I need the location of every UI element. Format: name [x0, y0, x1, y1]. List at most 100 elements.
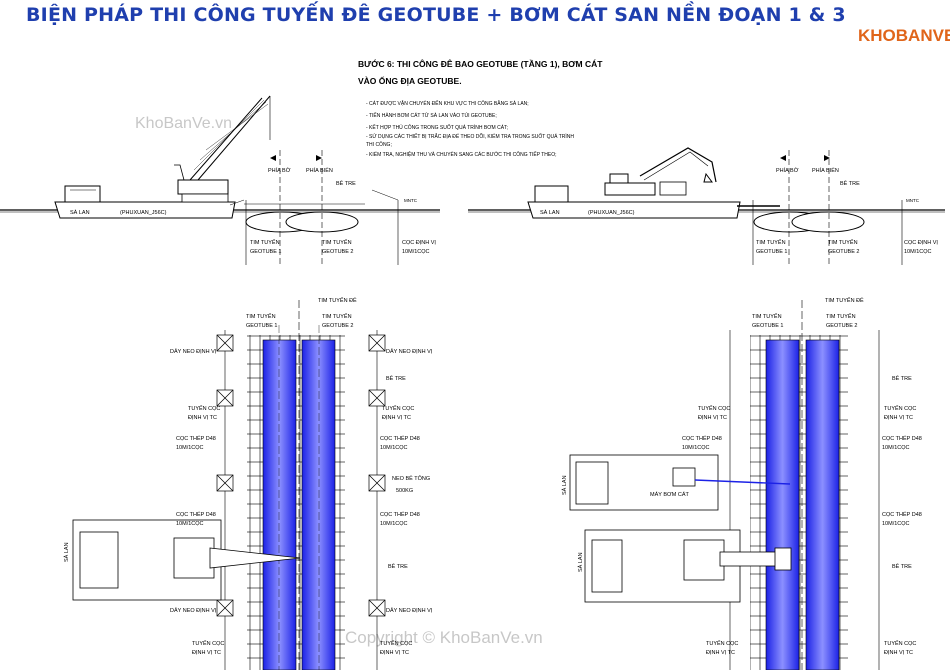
step-heading-1: BƯỚC 6: THI CÔNG ĐÊ BAO GEOTUBE (TẦNG 1)… — [358, 58, 603, 69]
route-l1-r-d: TUYẾN CỌC — [884, 640, 916, 647]
route-l2-r-b: ĐỊNH VỊ TC — [884, 415, 913, 421]
steel-l1-r-a: CỌC THÉP D48 — [682, 435, 722, 442]
barge-plan-right-a: SÀ LAN — [561, 475, 568, 495]
side-sea-left: PHÍA BIỂN — [306, 167, 333, 174]
step-note-5: THI CÔNG; — [366, 141, 392, 148]
route-l1-right-2: TUYẾN CỌC — [380, 640, 412, 647]
plan-axis1-l1: TIM TUYẾN — [246, 313, 276, 320]
steel-l2-r-a: 10M/1CỌC — [682, 445, 710, 451]
route-l2-r-a: ĐỊNH VỊ TC — [698, 415, 727, 421]
section-left-labels: SÀ LAN (PHUXUAN_J56C) PHÍA BỜ PHÍA BIỂN … — [70, 167, 436, 255]
concrete-l1: NEO BÊ TÔNG — [392, 474, 430, 482]
route-l1-left-2: TUYẾN CỌC — [192, 640, 224, 647]
barge-plan-right-b: SÀ LAN — [577, 552, 584, 572]
barge-name-right: (PHUXUAN_J56C) — [588, 210, 635, 216]
barge-label-right: SÀ LAN — [540, 209, 560, 216]
side-sea-right: PHÍA BIỂN — [812, 167, 839, 174]
barge-label-left: SÀ LAN — [70, 209, 90, 216]
axis1-l2-left: GEOTUBE 1 — [250, 249, 281, 255]
step-note-4: - SỬ DỤNG CÁC THIẾT BỊ TRẮC ĐỊA ĐỂ THEO … — [366, 132, 574, 140]
section-right-labels: SÀ LAN (PHUXUAN_J56C) PHÍA BỜ PHÍA BIỂN … — [540, 167, 938, 255]
step-description: BƯỚC 6: THI CÔNG ĐÊ BAO GEOTUBE (TẦNG 1)… — [358, 58, 603, 158]
steel-l2-a: 10M/1CỌC — [176, 445, 204, 451]
axis2-l1-left: TIM TUYẾN — [322, 239, 352, 246]
steel-l1-c: CỌC THÉP D48 — [176, 511, 216, 518]
section-view-left — [0, 95, 440, 265]
step-note-2: - TIẾN HÀNH BƠM CÁT TỪ SÀ LAN VÀO TÚI GE… — [366, 112, 497, 119]
side-shore-left: PHÍA BỜ — [268, 167, 291, 174]
steel-l2-r-b: 10M/1CỌC — [882, 445, 910, 451]
mnc-left: MNTC — [404, 198, 418, 203]
plan-r-axis1-l1: TIM TUYẾN — [752, 313, 782, 320]
steel-l2-r-c: 10M/1CỌC — [882, 521, 910, 527]
steel-l2-c: 10M/1CỌC — [176, 521, 204, 527]
route-l1-left: TUYẾN CỌC — [188, 405, 220, 412]
khobanve-logo: KHOBANVE — [858, 26, 950, 45]
axis2-l1-right: TIM TUYẾN — [828, 239, 858, 246]
steel-l1-b: CỌC THÉP D48 — [380, 435, 420, 442]
barge-plan-left: SÀ LAN — [63, 542, 70, 562]
plan-r-axis2-l1: TIM TUYẾN — [826, 313, 856, 320]
plan-view-right — [569, 300, 880, 670]
bamboo-plan-left-2: BÊ TRE — [388, 562, 408, 570]
route-l1-r-c: TUYẾN CỌC — [706, 640, 738, 647]
pile-l2-right: 10M/1CỌC — [904, 249, 932, 255]
barge-name-left: (PHUXUAN_J56C) — [120, 210, 167, 216]
pile-l1-left: CỌC ĐỊNH VỊ — [402, 240, 436, 246]
steel-l2-d: 10M/1CỌC — [380, 521, 408, 527]
plan-axis2-l2: GEOTUBE 2 — [322, 323, 353, 329]
watermark-top: KhoBanVe.vn — [135, 115, 232, 132]
route-l1-r-a: TUYẾN CỌC — [698, 405, 730, 412]
step-note-1: - CÁT ĐƯỢC VẬN CHUYỂN ĐẾN KHU VỰC THI CÔ… — [366, 99, 529, 107]
step-note-6: - KIỂM TRA, NGHIỆM THU VÀ CHUYỂN SANG CÁ… — [366, 150, 557, 158]
plan-axis2-l1: TIM TUYẾN — [322, 313, 352, 320]
anchor-rope-l2: DÂY NEO ĐỊNH VỊ — [170, 607, 217, 614]
route-l2-right-2: ĐỊNH VỊ TC — [380, 650, 409, 656]
watermark-bottom: Copyright © KhoBanVe.vn — [345, 628, 543, 647]
axis1-l2-right: GEOTUBE 1 — [756, 249, 787, 255]
bamboo-left: BÊ TRE — [336, 179, 356, 187]
plan-r-axis1-l2: GEOTUBE 1 — [752, 323, 783, 329]
axis2-l2-left: GEOTUBE 2 — [322, 249, 353, 255]
dike-axis-left: TIM TUYẾN ĐÊ — [318, 296, 357, 304]
pile-l2-left: 10M/1CỌC — [402, 249, 430, 255]
steel-l1-d: CỌC THÉP D48 — [380, 511, 420, 518]
dike-axis-right: TIM TUYẾN ĐÊ — [825, 296, 864, 304]
plan-r-axis2-l2: GEOTUBE 2 — [826, 323, 857, 329]
step-note-3: - KẾT HỢP THỦ CÔNG TRONG SUỐT QUÁ TRÌNH … — [366, 124, 508, 131]
anchor-rope-l1: DÂY NEO ĐỊNH VỊ — [170, 348, 217, 355]
plan-left-labels: TIM TUYẾN ĐÊ TIM TUYẾN GEOTUBE 1 TIM TUY… — [63, 296, 433, 656]
anchor-rope-r1: DÂY NEO ĐỊNH VỊ — [386, 348, 433, 355]
route-l2-r-d: ĐỊNH VỊ TC — [884, 650, 913, 656]
axis1-l1-right: TIM TUYẾN — [756, 239, 786, 246]
side-shore-right: PHÍA BỜ — [776, 167, 799, 174]
axis2-l2-right: GEOTUBE 2 — [828, 249, 859, 255]
step-heading-2: VÀO ỐNG ĐỊA GEOTUBE. — [358, 75, 462, 86]
plan-axis1-l2: GEOTUBE 1 — [246, 323, 277, 329]
route-l2-left: ĐỊNH VỊ TC — [188, 415, 217, 421]
concrete-l2: 500KG — [396, 488, 413, 494]
section-view-right — [468, 147, 945, 265]
anchor-rope-r2: DÂY NEO ĐỊNH VỊ — [386, 607, 433, 614]
mnc-right: MNTC — [906, 198, 920, 203]
route-l2-right: ĐỊNH VỊ TC — [382, 415, 411, 421]
bamboo-plan-right: BÊ TRE — [892, 374, 912, 382]
drawing-title: BIỆN PHÁP THI CÔNG TUYẾN ĐÊ GEOTUBE + BƠ… — [26, 4, 846, 26]
axis1-l1-left: TIM TUYẾN — [250, 239, 280, 246]
bamboo-plan-right-2: BÊ TRE — [892, 562, 912, 570]
route-l2-left-2: ĐỊNH VỊ TC — [192, 650, 221, 656]
steel-l1-a: CỌC THÉP D48 — [176, 435, 216, 442]
steel-l2-b: 10M/1CỌC — [380, 445, 408, 451]
route-l2-r-c: ĐỊNH VỊ TC — [706, 650, 735, 656]
bamboo-right: BÊ TRE — [840, 179, 860, 187]
route-l1-r-b: TUYẾN CỌC — [884, 405, 916, 412]
sand-pump-label: MÁY BƠM CÁT — [650, 491, 689, 498]
route-l1-right: TUYẾN CỌC — [382, 405, 414, 412]
bamboo-plan-left: BÊ TRE — [386, 374, 406, 382]
plan-view-left — [72, 300, 386, 670]
steel-l1-r-c: CỌC THÉP D48 — [882, 511, 922, 518]
steel-l1-r-b: CỌC THÉP D48 — [882, 435, 922, 442]
pile-l1-right: CỌC ĐỊNH VỊ — [904, 240, 938, 246]
plan-right-labels: TIM TUYẾN ĐÊ TIM TUYẾN GEOTUBE 1 TIM TUY… — [561, 296, 922, 656]
